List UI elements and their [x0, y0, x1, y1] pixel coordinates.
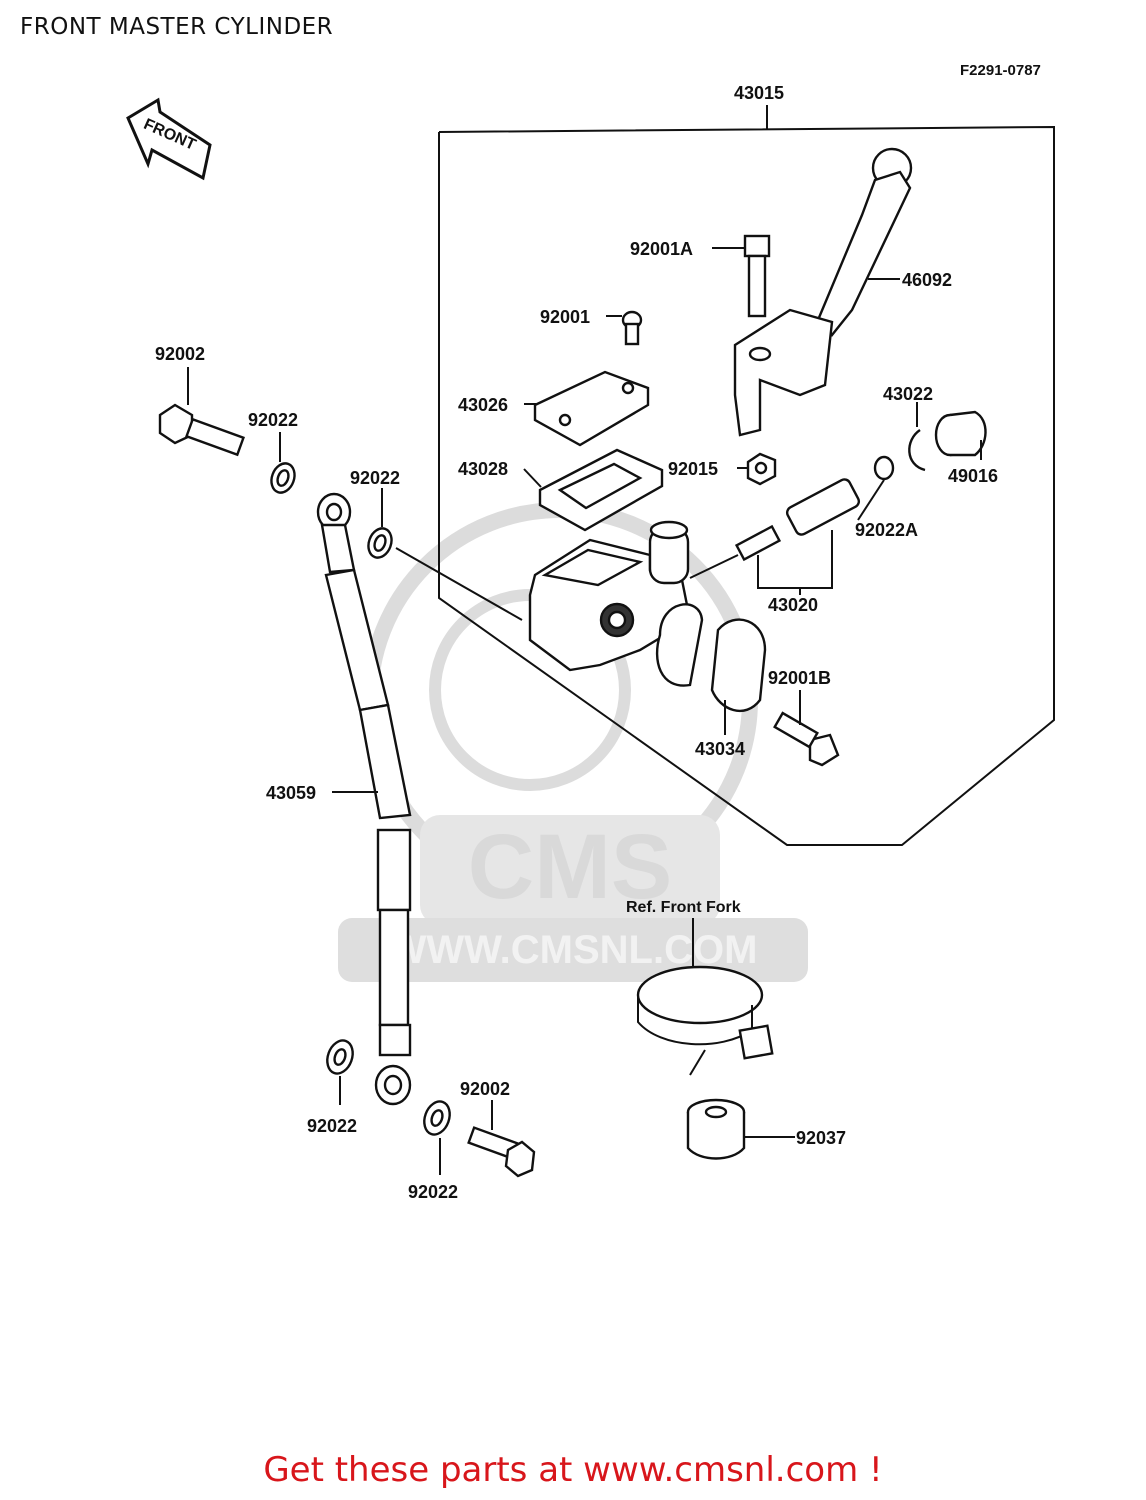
brake-lever-46092: 46092: [733, 147, 952, 437]
washer-92022A: 92022A: [855, 455, 918, 540]
diaphragm-43028: 43028: [458, 448, 664, 532]
watermark-url-panel: [338, 918, 808, 982]
label-43028: 43028: [458, 459, 508, 479]
page-title: FRONT MASTER CYLINDER: [20, 14, 334, 40]
watermark-url: WWW.CMSNL.COM: [389, 928, 758, 972]
washer-top-left-92022: 92022: [248, 410, 298, 494]
washer-top-right-92022: 92022: [350, 468, 523, 621]
banjo-bolt-top-92002: 92002: [155, 344, 245, 457]
label-43034: 43034: [695, 739, 745, 759]
label-43026: 43026: [458, 395, 508, 415]
washer-bottom-left-92022: 92022: [307, 1039, 357, 1136]
label-43022: 43022: [883, 384, 933, 404]
label-92001A: 92001A: [630, 239, 693, 259]
screw-92001: 92001: [540, 307, 643, 346]
label-92001: 92001: [540, 307, 590, 327]
washer-bottom-right-92022: 92022: [408, 1100, 458, 1202]
reference-label: Ref. Front Fork: [626, 899, 741, 916]
piston-kit-43020: 43020: [689, 478, 861, 615]
boot-49016: 49016: [934, 410, 998, 486]
master-cylinder-body: [528, 520, 692, 672]
label-92022-top-left: 92022: [248, 410, 298, 430]
label-92015: 92015: [668, 459, 718, 479]
label-46092: 46092: [902, 270, 952, 290]
label-92022-bottom-left: 92022: [307, 1116, 357, 1136]
label-92002-bottom: 92002: [460, 1079, 510, 1099]
banjo-bolt-bottom-92002: 92002: [460, 1079, 536, 1178]
assembly-43015-boundary: 43015: [438, 83, 1055, 846]
label-43020: 43020: [768, 595, 818, 615]
reservoir-cap-43026: 43026: [458, 370, 650, 447]
label-92001B: 92001B: [768, 668, 831, 688]
clamp-43034: 43034: [655, 603, 767, 759]
watermark-brand: CMS: [468, 816, 672, 918]
brake-hose-43059: 43059: [266, 492, 412, 1106]
grommet-92037: 92037: [686, 1098, 846, 1160]
front-fork-clamp: Ref. Front Fork: [626, 899, 774, 1076]
circlip-43022: 43022: [883, 384, 933, 472]
label-92002-top: 92002: [155, 344, 205, 364]
figure-code: F2291-0787: [960, 62, 1041, 79]
bolt-92001B: 92001B: [768, 668, 840, 767]
label-92022-top-right: 92022: [350, 468, 400, 488]
label-92037: 92037: [796, 1128, 846, 1148]
label-49016: 49016: [948, 466, 998, 486]
label-43015: 43015: [734, 83, 784, 103]
front-arrow-shape: [126, 97, 212, 181]
lever-pivot-hole: [748, 346, 772, 362]
nut-92015: 92015: [668, 452, 777, 486]
front-direction-arrow: FRONT: [126, 97, 212, 181]
watermark-brand-panel: [420, 815, 720, 925]
label-92022-bottom-right: 92022: [408, 1182, 458, 1202]
call-to-action-link[interactable]: Get these parts at www.cmsnl.com !: [263, 1450, 883, 1490]
label-92022A: 92022A: [855, 520, 918, 540]
pivot-bolt-92001A: 92001A: [630, 234, 771, 318]
label-43059: 43059: [266, 783, 316, 803]
